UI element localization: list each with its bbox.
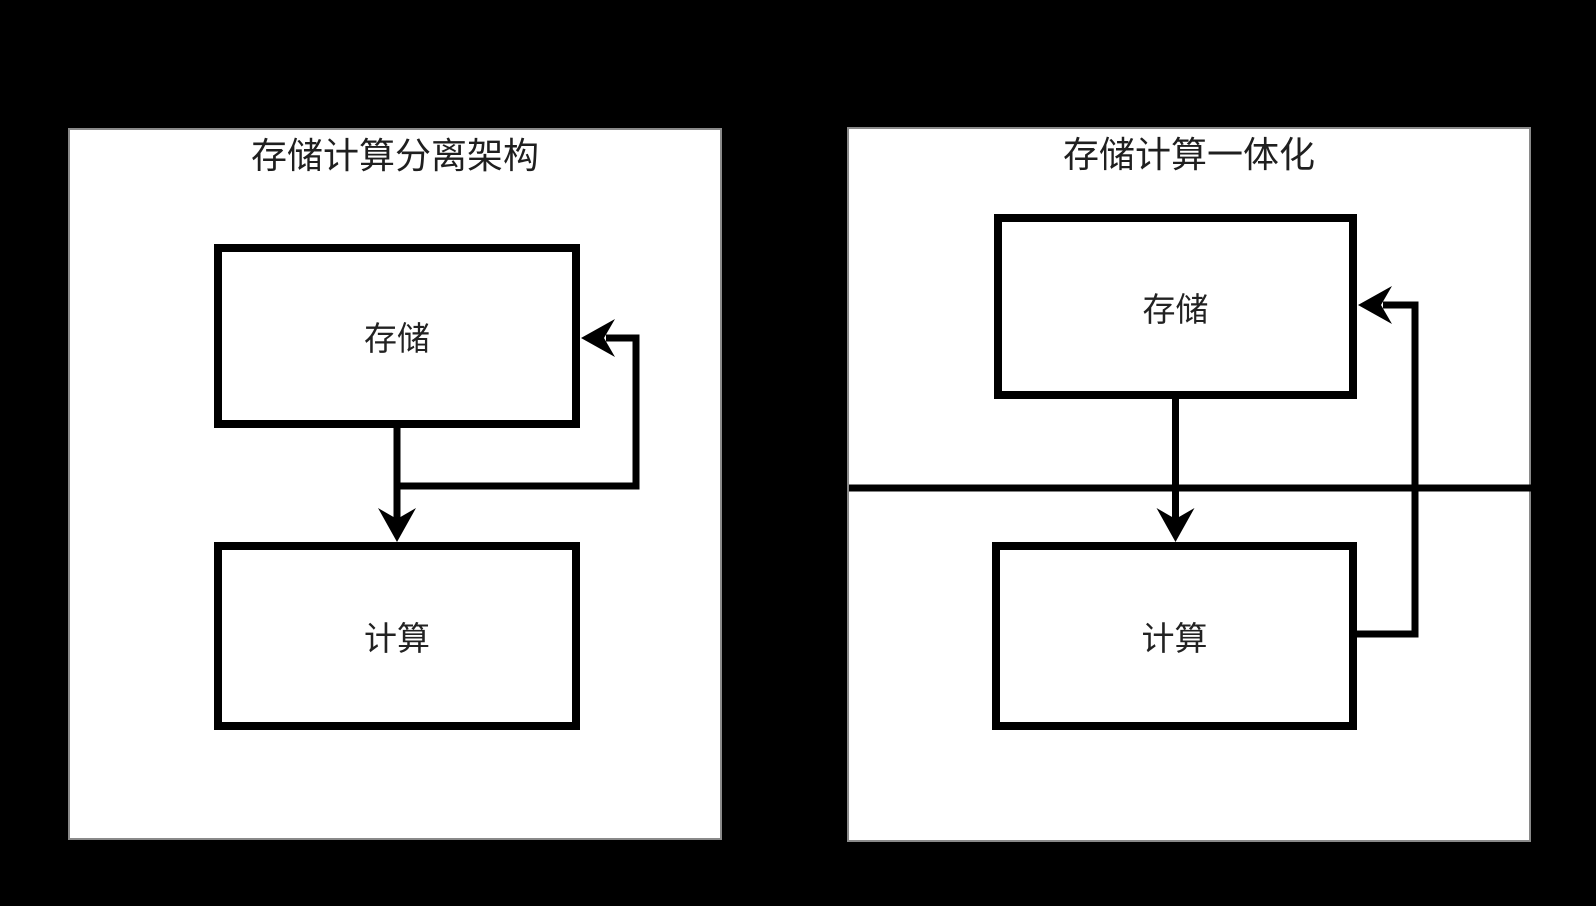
- arrowhead-down-icon: [1156, 508, 1195, 542]
- arrowhead-down-icon: [378, 508, 416, 542]
- connector-layer: [378, 319, 640, 542]
- panel-title: 存储计算一体化: [1062, 134, 1315, 175]
- panel-title: 存储计算分离架构: [250, 135, 539, 176]
- node-storage-label: 存储: [1142, 290, 1209, 328]
- edge-compute-to-storage: [1355, 301, 1419, 638]
- arrowhead-left-icon: [1358, 286, 1392, 324]
- node-storage: 存储: [994, 214, 1357, 399]
- node-compute: 计算: [214, 542, 580, 730]
- node-compute-label: 计算: [1141, 620, 1208, 657]
- arrowhead-left-icon: [581, 319, 615, 357]
- node-compute-label: 计算: [364, 620, 430, 657]
- node-storage: 存储: [214, 244, 580, 428]
- node-storage-label: 存储: [364, 320, 430, 357]
- panel-storage-compute-separation: 存储计算分离架构 存储 计算: [68, 128, 722, 840]
- panel-storage-compute-integrated: 存储计算一体化 存储 计算: [847, 127, 1533, 842]
- node-compute: 计算: [992, 542, 1357, 730]
